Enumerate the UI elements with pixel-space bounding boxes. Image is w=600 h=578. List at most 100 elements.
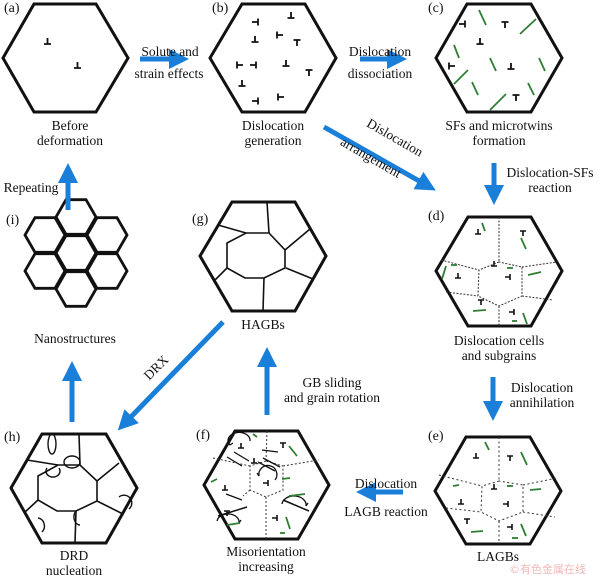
dislocation-symbol — [272, 515, 278, 521]
caption-b-line1: Dislocation — [241, 118, 305, 133]
lagb-walls-f — [212, 430, 320, 539]
dislocation-symbol — [458, 499, 464, 505]
lagb-wall — [522, 477, 558, 486]
arrow-label-f-to-g: GB sliding and grain rotation — [272, 375, 392, 405]
stacking-fault — [520, 451, 528, 466]
dislocation-symbol — [282, 60, 290, 67]
rotation-arrow — [262, 457, 281, 468]
rotation-arrow — [257, 461, 276, 472]
dislocations-d — [455, 229, 526, 315]
rotation-arrow — [261, 449, 279, 453]
stacking-fault — [210, 478, 218, 483]
caption-d-line2: and subgrains — [461, 348, 537, 363]
stacking-fault — [281, 477, 291, 480]
nano-grains-i — [23, 198, 129, 308]
panel-tag-c: (c) — [428, 1, 444, 16]
rotation-arrow — [227, 441, 234, 446]
arrow-label-b-to-c-2: dissociation — [347, 66, 413, 81]
dislocation-symbol — [507, 63, 515, 70]
dislocations-e — [458, 453, 513, 530]
dislocation-symbol — [503, 501, 509, 507]
panel-f-grain — [202, 429, 331, 541]
caption-d: Dislocation cells and subgrains — [434, 333, 564, 363]
rotation-arrow — [227, 431, 251, 446]
stacking-fault — [252, 433, 258, 438]
stacking-fault — [538, 57, 546, 72]
dislocations-f — [222, 442, 286, 521]
dislocation-symbols-a — [44, 38, 81, 69]
stacking-fault — [478, 9, 487, 26]
caption-h-line1: DRD — [59, 548, 89, 563]
rotation-arrow — [233, 451, 250, 462]
arrow-label-cd-line2: reaction — [528, 180, 572, 195]
caption-a-line1: Before — [51, 118, 89, 133]
arrow-g-to-h — [117, 320, 225, 431]
stacking-faults-f — [210, 433, 306, 534]
dislocation-symbol — [473, 453, 479, 459]
stacking-fault — [472, 309, 487, 312]
stacking-fault — [529, 488, 542, 491]
arrow-label-fg-line2: and grain rotation — [284, 390, 380, 405]
lagb-wall — [445, 507, 482, 513]
hagb-network-g — [214, 201, 314, 312]
dislocation-symbol — [252, 97, 259, 105]
stacking-fault — [470, 530, 484, 533]
dislocation-symbol — [476, 38, 484, 45]
stacking-fault — [441, 265, 447, 280]
stacking-fault — [471, 81, 479, 96]
dislocation-symbol — [293, 39, 301, 46]
dislocation-symbol — [236, 61, 243, 69]
arrow-label-de-line2: annihilation — [509, 395, 575, 410]
watermark: ©有色金属在线 — [509, 563, 586, 576]
process-arrows — [58, 49, 504, 502]
cell-wall — [521, 261, 558, 268]
cell-wall — [440, 259, 480, 271]
rotation-arrows-f — [216, 431, 309, 524]
caption-e-line1: LAGBs — [476, 549, 519, 564]
stacking-fault — [489, 93, 507, 111]
dislocation-symbol — [459, 20, 466, 28]
arrow-b-to-d — [322, 124, 436, 191]
caption-i: Nanostructures — [20, 331, 130, 346]
stacking-fault — [520, 237, 527, 250]
panel-tag-d: (d) — [428, 209, 445, 224]
stacking-fault — [527, 82, 535, 96]
stacking-faults-c — [453, 9, 546, 111]
panel-d-grain — [434, 215, 564, 328]
panel-tag-i: (i) — [6, 213, 20, 228]
arrow-label-d-to-e: Dislocation annihilation — [502, 380, 582, 410]
caption-e: LAGBs — [448, 549, 548, 564]
caption-g-line1: HAGBs — [241, 317, 285, 332]
lagb-wall — [522, 511, 556, 518]
panel-a-grain — [1, 2, 130, 114]
lagb-walls-e — [438, 437, 558, 544]
rotation-arrow — [225, 493, 243, 501]
lagb-wall — [242, 489, 251, 497]
dislocation-symbol — [263, 480, 269, 486]
rotation-arrow — [216, 513, 240, 524]
panel-tag-f: (f) — [196, 428, 210, 443]
dislocation-symbol — [305, 69, 313, 76]
panel-tag-a: (a) — [4, 1, 20, 16]
panel-g-grain — [198, 200, 328, 313]
caption-g: HAGBs — [213, 317, 313, 332]
dislocation-symbol — [251, 458, 257, 464]
panel-tag-e: (e) — [428, 429, 444, 444]
panel-tag-b: (b) — [212, 1, 229, 16]
dislocation-symbols-c — [448, 20, 520, 101]
dislocation-symbol — [507, 524, 513, 530]
dislocation-symbol — [277, 93, 284, 101]
arrow-label-i-to-a: Repeating — [3, 180, 59, 195]
dislocation-symbol — [251, 36, 259, 43]
dislocation-symbol — [475, 229, 481, 235]
lagb-wall — [480, 480, 524, 522]
stacking-fault — [226, 522, 241, 526]
dislocation-symbol — [448, 62, 455, 70]
stacking-fault — [288, 445, 298, 457]
caption-f-line2: increasing — [238, 559, 294, 574]
arrow-label-ef-line1: Dislocation — [354, 476, 418, 491]
nano-grain — [54, 270, 98, 308]
dislocation-symbol — [280, 442, 286, 448]
caption-c-line1: SFs and microtwins — [445, 118, 553, 133]
dislocation-symbol — [250, 61, 257, 69]
